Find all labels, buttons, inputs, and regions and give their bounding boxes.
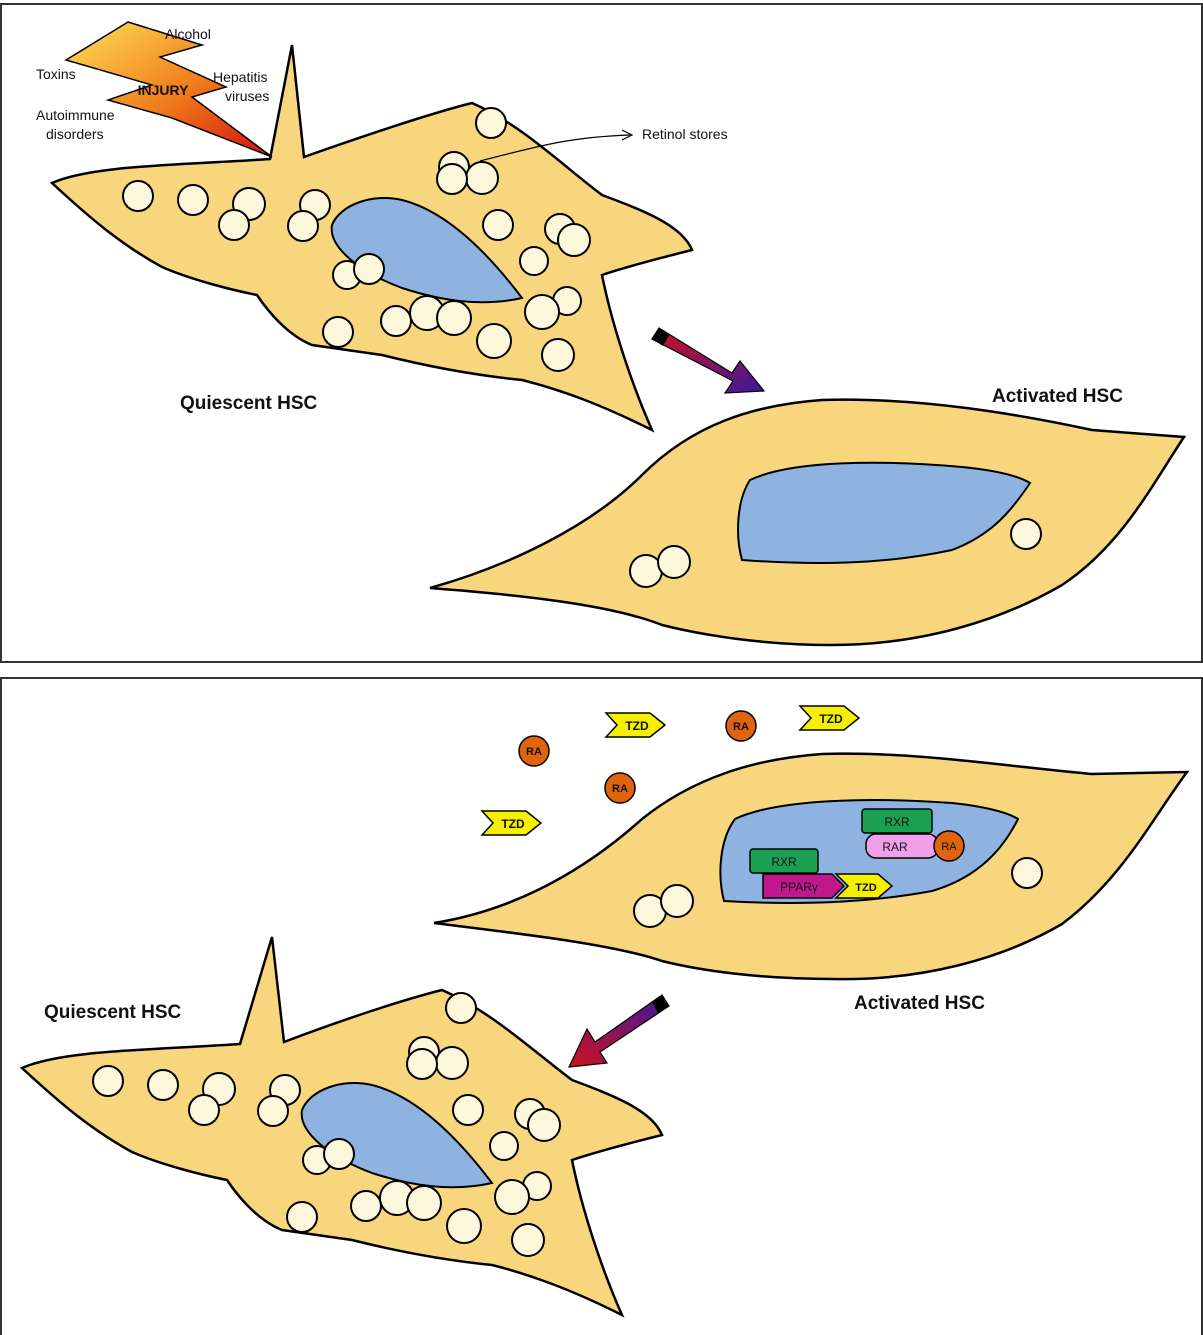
svg-text:RXR: RXR: [884, 815, 910, 829]
ra-molecule: RA: [519, 736, 549, 766]
activated-hsc-label: Activated HSC: [854, 993, 985, 1014]
top-panel: INJURY Alcohol Toxins Hepatitis viruses …: [0, 3, 1203, 663]
cause-hepatitis: Hepatitis: [213, 69, 267, 85]
cause-disorders: disorders: [46, 126, 104, 142]
cause-toxins: Toxins: [36, 66, 76, 82]
tzd-molecule: TZD: [800, 706, 859, 730]
svg-text:RA: RA: [612, 783, 628, 795]
bottom-panel-diagram: TZD TZD TZD RA RA RA RXR RAR: [2, 679, 1201, 1335]
svg-text:TZD: TZD: [501, 817, 525, 831]
quiescent-hsc-cell: [22, 937, 662, 1315]
quiescent-hsc-label: Quiescent HSC: [44, 1002, 182, 1023]
cause-alcohol: Alcohol: [165, 26, 211, 42]
activated-hsc-cell: [430, 400, 1184, 645]
activated-hsc-label: Activated HSC: [992, 386, 1123, 407]
retinol-stores-label: Retinol stores: [642, 126, 728, 142]
tzd-molecule: TZD: [482, 811, 541, 835]
svg-text:TZD: TZD: [625, 719, 649, 733]
svg-text:RA: RA: [526, 746, 542, 758]
svg-text:RA: RA: [733, 721, 749, 733]
svg-text:RAR: RAR: [882, 840, 908, 854]
svg-text:RXR: RXR: [771, 855, 797, 869]
reversion-arrow: [569, 995, 669, 1067]
svg-text:RA: RA: [941, 841, 957, 853]
quiescent-hsc-label: Quiescent HSC: [180, 393, 318, 414]
activation-arrow: [652, 328, 764, 393]
tzd-molecule: TZD: [606, 713, 665, 737]
svg-text:PPARγ: PPARγ: [780, 880, 818, 894]
top-panel-diagram: INJURY Alcohol Toxins Hepatitis viruses …: [2, 5, 1201, 661]
svg-text:TZD: TZD: [819, 712, 843, 726]
activated-hsc-cell: RXR RAR RA RXR PPARγ TZD: [434, 754, 1187, 979]
cause-autoimmune: Autoimmune: [36, 107, 115, 123]
injury-label: INJURY: [138, 82, 189, 98]
svg-text:TZD: TZD: [855, 882, 876, 894]
ra-molecule: RA: [726, 711, 756, 741]
cause-viruses: viruses: [225, 88, 269, 104]
bottom-panel: TZD TZD TZD RA RA RA RXR RAR: [0, 677, 1203, 1335]
ra-molecule: RA: [605, 773, 635, 803]
